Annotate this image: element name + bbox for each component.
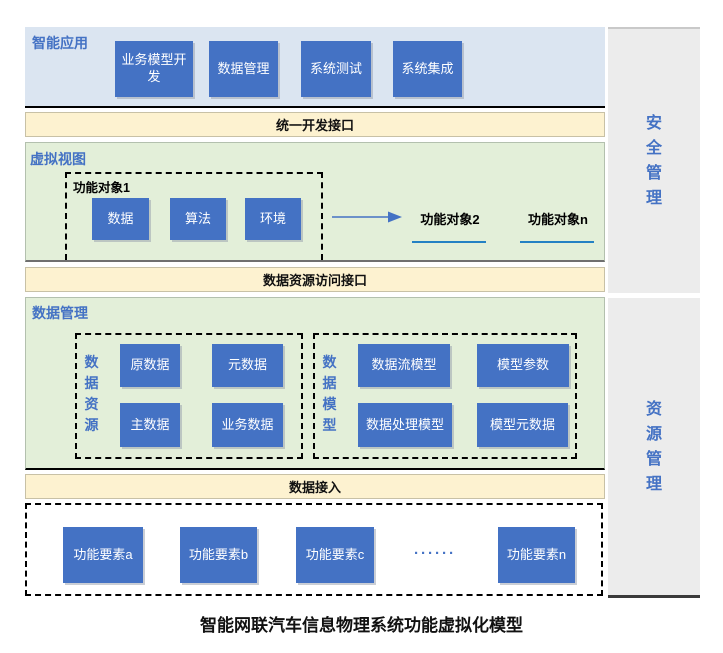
- object1-box-algorithm: 算法: [170, 198, 226, 240]
- function-objectn-underline: [520, 241, 594, 243]
- virtual-view-label: 虚拟视图: [30, 151, 86, 167]
- app-box-business-model-dev: 业务模型开发: [115, 41, 193, 97]
- object1-box-environment: 环境: [245, 198, 301, 240]
- object1-box-data: 数据: [92, 198, 149, 240]
- unified-dev-interface-bar: 统一开发接口: [25, 112, 605, 137]
- function-object1-label: 功能对象1: [73, 181, 130, 195]
- box-model-metadata: 模型元数据: [477, 403, 568, 447]
- function-object2-label: 功能对象2: [420, 212, 480, 227]
- box-meta-data: 元数据: [212, 344, 283, 387]
- box-business-data: 业务数据: [212, 403, 283, 447]
- box-model-params: 模型参数: [477, 344, 569, 387]
- element-box-a: 功能要素a: [63, 527, 143, 583]
- security-management-panel: 安全管理: [608, 27, 700, 293]
- app-box-system-integration: 系统集成: [393, 41, 462, 97]
- flow-arrow-icon: [332, 211, 402, 223]
- data-model-group: [313, 333, 577, 459]
- element-box-c: 功能要素c: [296, 527, 374, 583]
- element-box-n: 功能要素n: [498, 527, 575, 583]
- intelligent-application-label: 智能应用: [32, 35, 88, 51]
- data-model-vertical-label: 数据模型: [322, 354, 337, 433]
- function-object2-underline: [412, 241, 486, 243]
- security-management-label: 安全管理: [645, 115, 662, 207]
- ellipsis-dots: ······: [414, 545, 456, 562]
- function-object1-group: [65, 172, 323, 260]
- box-data-processing-model: 数据处理模型: [358, 403, 452, 447]
- data-resource-access-interface-bar: 数据资源访问接口: [25, 267, 605, 292]
- function-objectn-label: 功能对象n: [528, 212, 588, 227]
- data-resource-group: [75, 333, 303, 459]
- diagram-caption: 智能网联汽车信息物理系统功能虚拟化模型: [200, 616, 523, 635]
- box-raw-data: 原数据: [120, 344, 180, 387]
- element-box-b: 功能要素b: [180, 527, 257, 583]
- app-box-system-test: 系统测试: [301, 41, 371, 97]
- box-dataflow-model: 数据流模型: [358, 344, 450, 387]
- resource-management-panel: 资源管理: [608, 298, 700, 598]
- data-ingest-bar: 数据接入: [25, 474, 605, 499]
- data-resource-vertical-label: 数据资源: [84, 354, 99, 433]
- app-box-data-management: 数据管理: [209, 41, 278, 97]
- box-master-data: 主数据: [120, 403, 180, 447]
- data-management-label: 数据管理: [32, 305, 88, 321]
- resource-management-label: 资源管理: [645, 400, 662, 493]
